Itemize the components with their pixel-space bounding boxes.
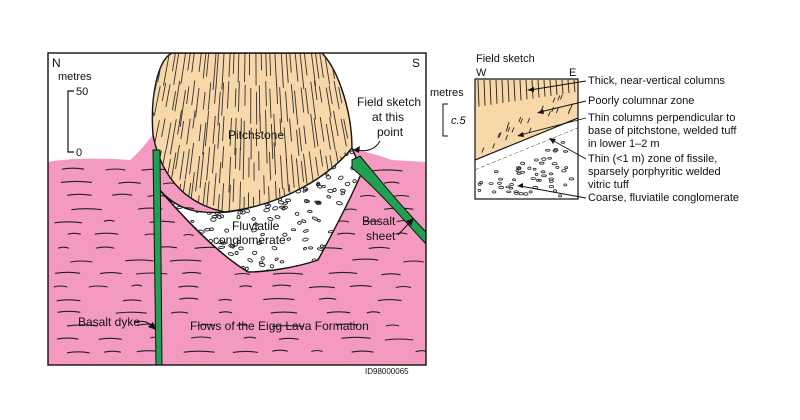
label-field-sketch-3: point [377,125,404,139]
sketch-column [475,79,578,199]
sketch-annotations: Thick, near-vertical columns Poorly colu… [588,75,739,204]
label-pitchstone: Pitchstone [228,128,284,142]
compass-south: S [412,56,420,70]
field-sketch-arrow [356,140,381,152]
basalt-sheet-arrow [397,221,411,236]
sketch-scale-value: c.5 [451,115,467,127]
basalt-dyke [152,149,163,365]
sketch-scale-unit: metres [430,87,464,99]
label-basalt-sheet-2: sheet [366,229,396,243]
label-basalt-sheet-1: Basalt [362,214,396,228]
scale-bottom: 0 [76,147,82,159]
scale-unit: metres [58,71,92,83]
anno-thin-columns-1: Thin columns perpendicular to [588,112,735,124]
compass-north: N [52,56,61,70]
anno-thick-columns: Thick, near-vertical columns [588,75,725,87]
scale-top: 50 [76,86,88,98]
sketch-leaders [519,80,587,199]
sketch-title: Field sketch [476,53,535,65]
label-field-sketch-2: at this [372,110,404,124]
sketch-west: W [476,67,487,79]
figure-id: ID98000065 [365,367,409,376]
label-conglomerate-1: Fluviatile [232,219,280,233]
sketch-arrowheads [517,87,556,188]
sketch-scale-bar [442,103,448,137]
anno-thin-columns-3: in lower 1–2 m [588,138,660,150]
label-conglomerate-2: conglomerate [213,233,286,247]
scale-bar [67,90,74,153]
cross-section [48,53,426,365]
anno-fissile-2: sparsely porphyritic welded [588,166,721,178]
anno-thin-columns-2: base of pitchstone, welded tuff [588,125,737,137]
label-basalt-dyke: Basalt dyke [78,315,140,329]
sketch-frame [474,78,579,200]
anno-fissile-1: Thin (<1 m) zone of fissile, [588,153,717,165]
pitchstone-columns [152,53,352,212]
anno-conglomerate: Coarse, fluviatile conglomerate [588,192,739,204]
sketch-east: E [569,67,576,79]
anno-poorly-columnar: Poorly columnar zone [588,95,694,107]
main-frame [47,52,427,366]
label-field-sketch-1: Field sketch [357,95,421,109]
label-lava-flows: Flows of the Eigg Lava Formation [190,319,369,333]
anno-fissile-3: vitric tuff [588,179,630,191]
